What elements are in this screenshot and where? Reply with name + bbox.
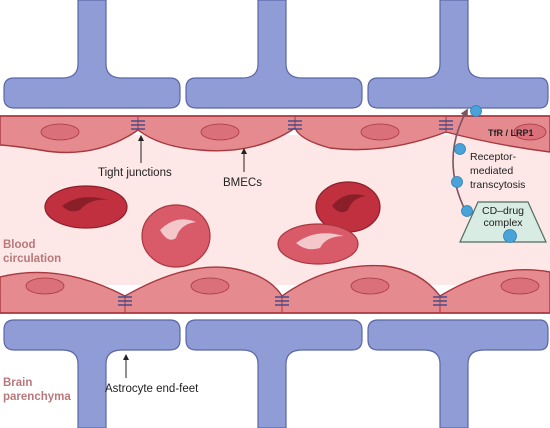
tight-junction-icon bbox=[439, 120, 453, 130]
nanoparticle-icon bbox=[503, 229, 517, 243]
astrocyte-foot-top-1 bbox=[3, 0, 181, 109]
complex-label-line2: complex bbox=[483, 217, 523, 229]
nucleus bbox=[200, 123, 240, 141]
endothelium-bottom bbox=[0, 264, 550, 314]
astrocyte-foot-bottom-3 bbox=[367, 319, 549, 428]
tight-junction-icon bbox=[288, 120, 302, 130]
complex-label-line1: CD–drug bbox=[482, 205, 524, 217]
nucleus bbox=[350, 277, 390, 295]
astrocyte-foot-top-3 bbox=[367, 0, 549, 109]
tight-junction-icon bbox=[275, 296, 289, 306]
astrocyte-end-feet-bottom bbox=[3, 319, 549, 428]
nucleus bbox=[513, 123, 547, 141]
tight-junction-icon bbox=[131, 120, 145, 130]
transcytosis-label-line1: Receptor- bbox=[470, 151, 517, 163]
brain-parenchyma-label-line1: Brain bbox=[3, 377, 32, 389]
tight-junctions-label: Tight junctions bbox=[98, 167, 172, 179]
nucleus bbox=[500, 277, 540, 295]
red-blood-cell bbox=[44, 185, 128, 229]
red-blood-cell bbox=[277, 223, 359, 265]
tight-junction-icon bbox=[118, 296, 132, 306]
astrocyte-foot-bottom-1 bbox=[3, 319, 181, 428]
nucleus bbox=[25, 277, 65, 295]
cd-drug-complex: CD–drug complex bbox=[459, 201, 547, 243]
astrocyte-foot-bottom-2 bbox=[185, 319, 363, 428]
nucleus bbox=[360, 123, 400, 141]
nucleus bbox=[190, 277, 230, 295]
nucleus bbox=[40, 123, 80, 141]
red-blood-cell bbox=[141, 204, 211, 268]
receptor-label: TfR / LRP1 bbox=[488, 128, 534, 138]
astrocyte-foot-top-2 bbox=[185, 0, 363, 109]
blood-circulation-label-line2: circulation bbox=[3, 253, 61, 265]
astrocyte-label: Astrocyte end-feet bbox=[105, 383, 199, 395]
nanoparticle-icon bbox=[451, 105, 482, 217]
tight-junction-icon bbox=[433, 296, 447, 306]
endothelial-cell-bottom bbox=[0, 264, 550, 314]
blood-circulation-label-line1: Blood bbox=[3, 239, 36, 251]
transcytosis-arrow bbox=[452, 108, 468, 213]
astrocyte-end-feet-top bbox=[3, 0, 549, 109]
transcytosis-label-line2: mediated bbox=[470, 165, 513, 177]
brain-parenchyma-label-line2: parenchyma bbox=[3, 391, 71, 403]
bmecs-label: BMECs bbox=[223, 177, 262, 189]
transcytosis-label-line3: transcytosis bbox=[470, 179, 525, 191]
